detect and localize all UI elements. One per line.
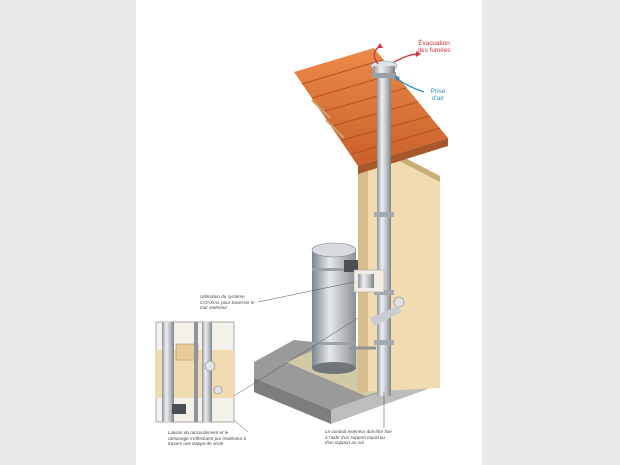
connection-annotation: Liaison du raccordement et le ramonage s… xyxy=(168,430,247,447)
diagram-frame: Évacuation des fumées Prise d'air Utilis… xyxy=(136,0,482,465)
coaxial-annotation: Utilisation du système COAXIAL pour trav… xyxy=(200,294,255,311)
exhaust-arrows xyxy=(373,43,421,65)
support-annotation: Le conduit extérieur doit être fixé à l'… xyxy=(325,429,392,446)
annotation-leaders xyxy=(233,281,385,433)
stove-tank xyxy=(311,242,358,374)
roof-tiles xyxy=(294,48,448,174)
air-intake-label: Prise d'air xyxy=(430,88,446,102)
chimney-illustration xyxy=(155,43,448,433)
detail-inset xyxy=(155,321,235,423)
air-intake-arrows xyxy=(394,76,425,93)
coaxial-connector xyxy=(350,269,405,350)
exhaust-label: Évacuation des fumées xyxy=(417,40,451,54)
chimney-cap xyxy=(370,60,398,73)
